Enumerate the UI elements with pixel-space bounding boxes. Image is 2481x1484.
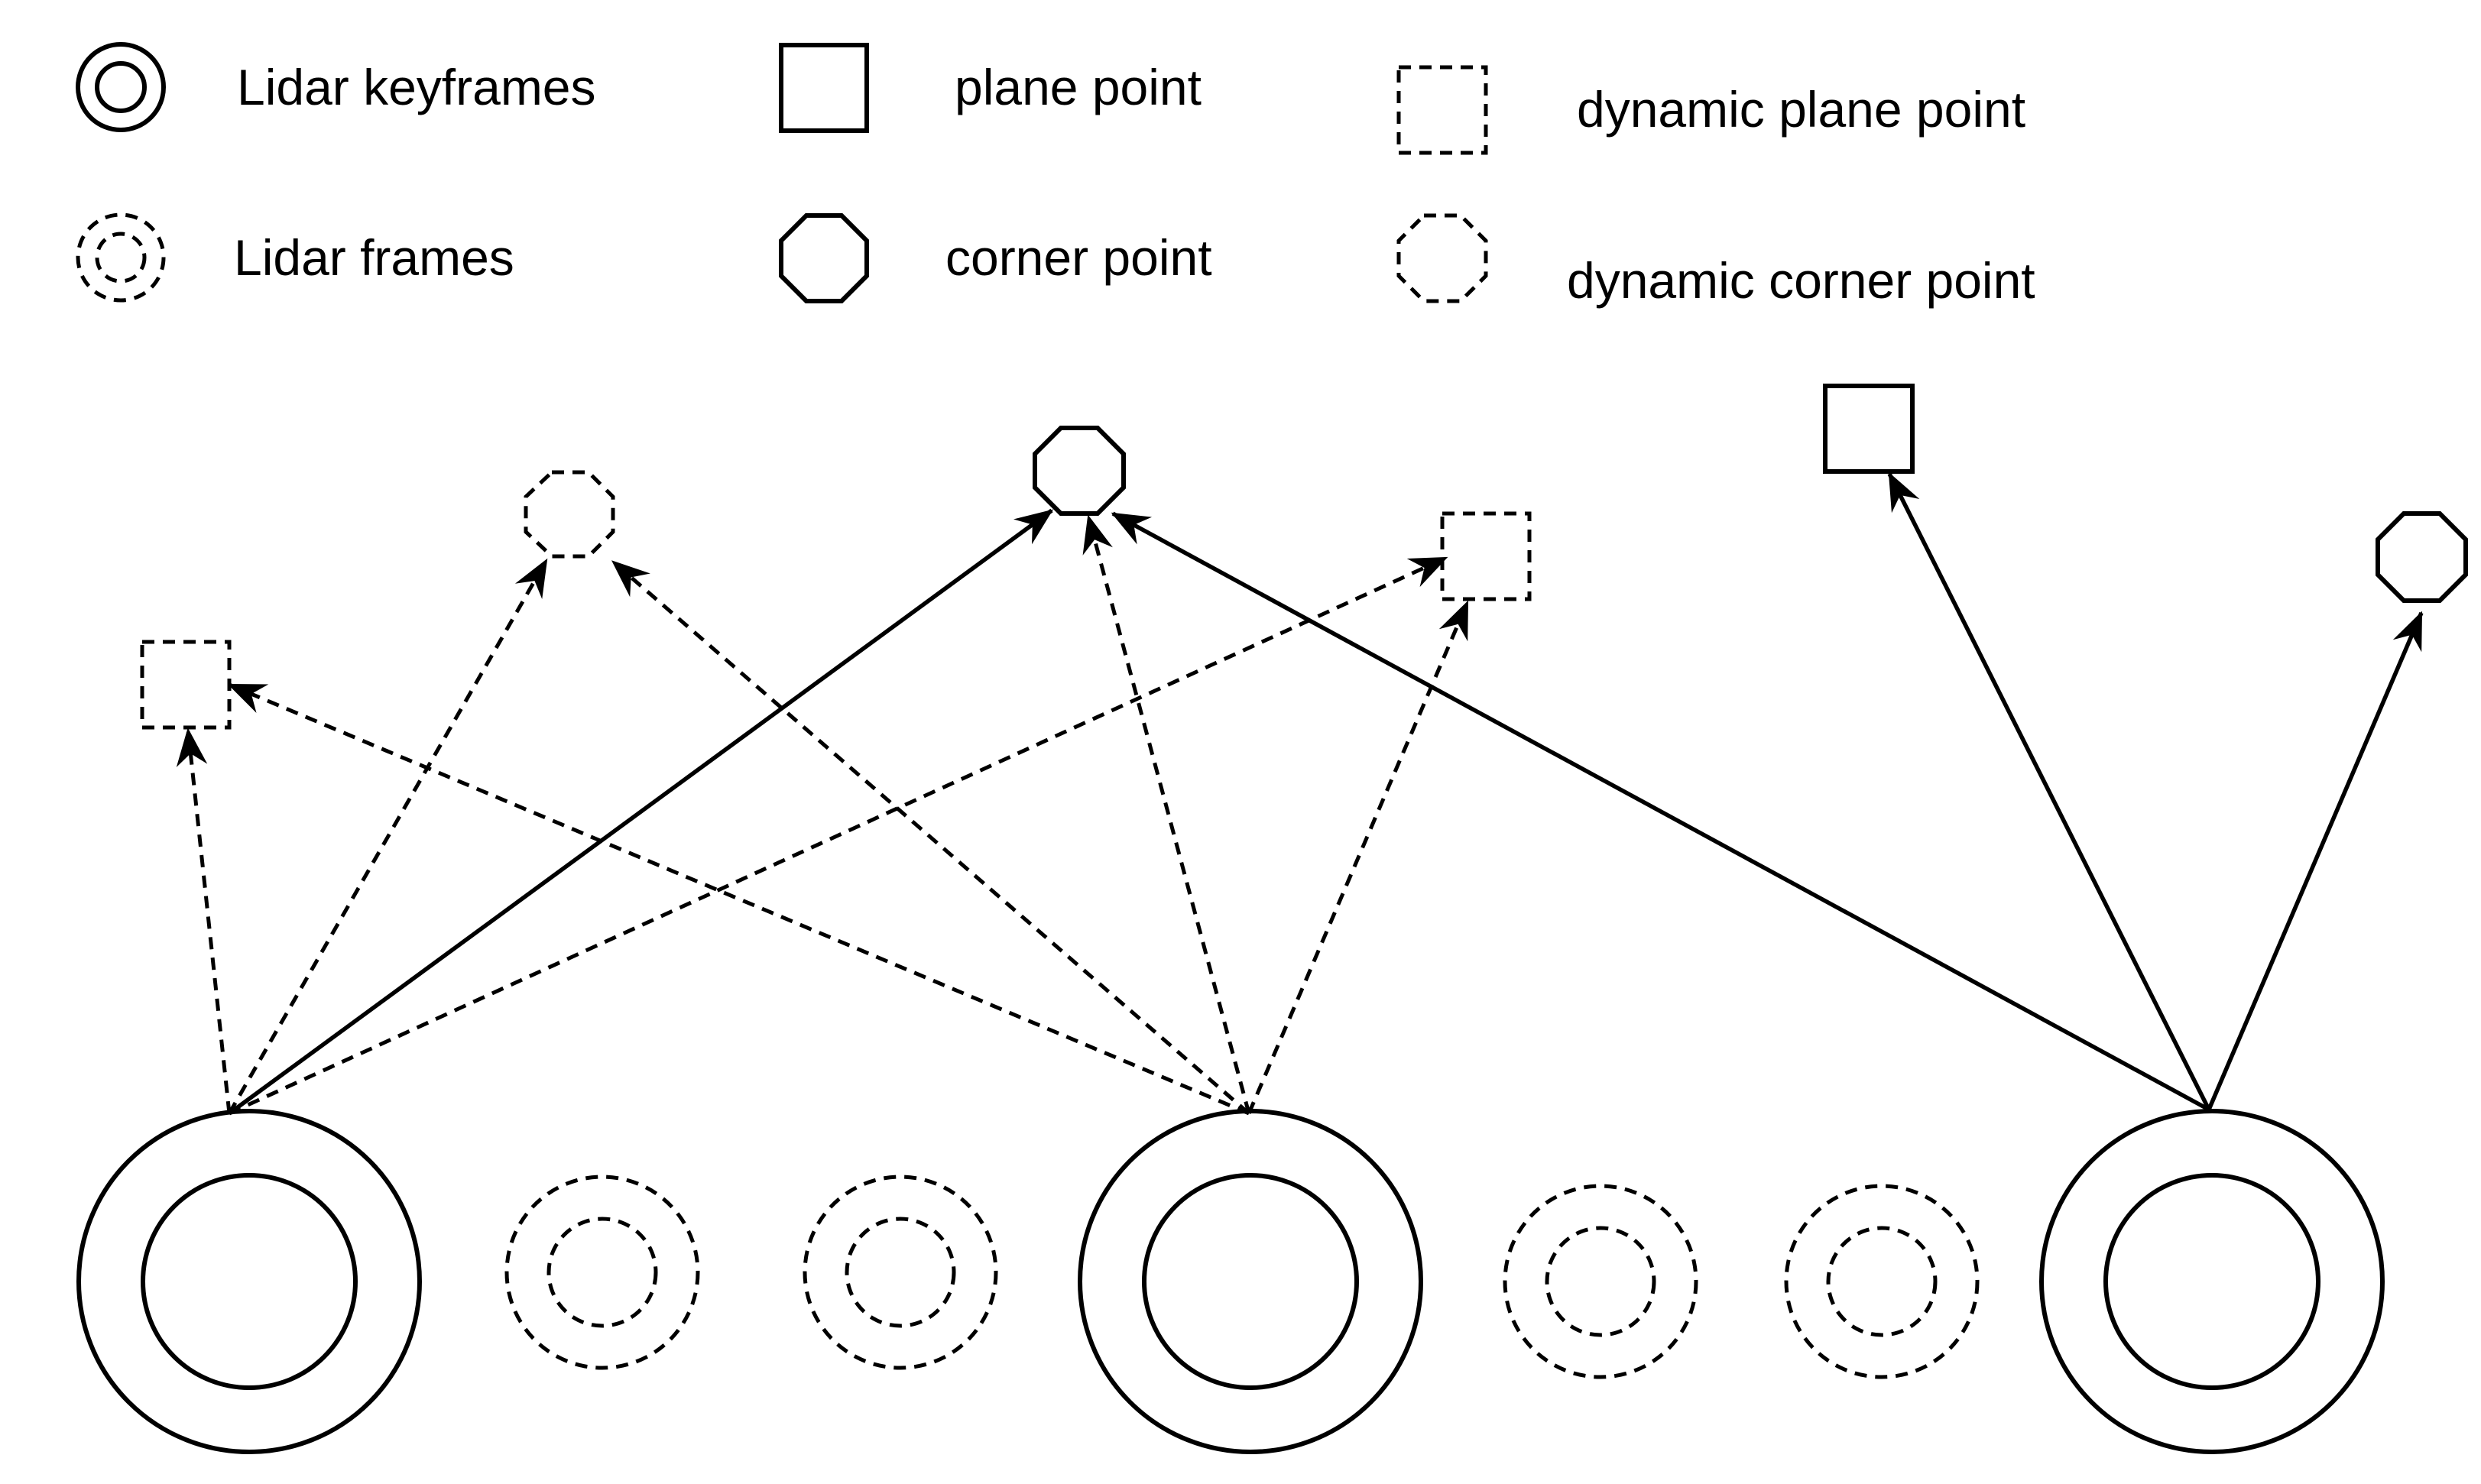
dynamic-plane-point-node	[140, 640, 232, 730]
lidar-keyframe-node	[1078, 1109, 1423, 1454]
edge-line	[228, 508, 1053, 1116]
corner-point-node	[1033, 426, 1126, 516]
keyframe-icon	[76, 42, 166, 132]
legend-label-frame: Lidar frames	[234, 229, 514, 286]
legend-item-dyn-corner: dynamic corner point	[1396, 213, 2035, 309]
legend-label-corner: corner point	[945, 229, 1212, 286]
arrowhead	[1438, 600, 1469, 642]
lidar-keyframe-node	[76, 1109, 422, 1454]
plane-point-node	[1823, 384, 1915, 474]
legend-label-dyn-corner: dynamic corner point	[1567, 252, 2035, 309]
dynamic-corner-point-node	[524, 470, 615, 559]
dynamic-plane-point-icon	[1396, 65, 1488, 155]
lidar-frame-node	[1784, 1184, 1980, 1379]
point-nodes	[140, 384, 2468, 730]
arrowhead	[514, 558, 548, 599]
legend-label-dyn-plane: dynamic plane point	[1577, 81, 2025, 138]
arrowhead	[1406, 556, 1448, 588]
arrowhead	[227, 683, 269, 714]
edge-line	[186, 729, 232, 1114]
dynamic-corner-point-icon	[1396, 213, 1488, 303]
frame-nodes	[76, 1109, 2385, 1454]
arrowhead	[176, 727, 208, 767]
legend: Lidar keyframes Lidar frames plane point…	[76, 42, 2035, 309]
legend-item-plane: plane point	[779, 43, 1202, 133]
legend-label-plane: plane point	[955, 59, 1202, 115]
edge-line	[1111, 511, 2210, 1112]
arrowhead	[2392, 611, 2423, 653]
dynamic-plane-point-node	[1440, 511, 1532, 601]
legend-item-keyframe: Lidar keyframes	[76, 42, 596, 132]
arrowhead	[1111, 512, 1153, 545]
edge-line	[1887, 472, 2211, 1111]
edge-line	[1086, 516, 1251, 1114]
edge-line	[229, 682, 1250, 1116]
arrowhead	[611, 560, 650, 598]
edges	[176, 471, 2424, 1116]
corner-point-node	[2376, 511, 2468, 603]
legend-item-frame: Lidar frames	[76, 212, 514, 303]
legend-label-keyframe: Lidar keyframes	[237, 59, 596, 115]
edge-line	[1247, 601, 1470, 1114]
edge-line	[227, 559, 549, 1115]
edge-line	[2207, 611, 2424, 1111]
edge-line	[611, 560, 1250, 1115]
arrowhead	[1013, 509, 1054, 545]
arrowhead	[1082, 514, 1113, 556]
plane-point-icon	[779, 43, 869, 133]
edge-line	[228, 556, 1448, 1116]
lidar-keyframe-node	[2039, 1109, 2385, 1454]
arrowhead	[1888, 471, 1920, 514]
legend-item-dyn-plane: dynamic plane point	[1396, 65, 2025, 155]
legend-item-corner: corner point	[779, 213, 1212, 303]
lidar-frame-node	[504, 1175, 700, 1370]
corner-point-icon	[779, 213, 869, 303]
lidar-frame-node	[803, 1175, 998, 1370]
lidar-frame-node	[1503, 1184, 1698, 1379]
frame-icon	[76, 212, 166, 303]
